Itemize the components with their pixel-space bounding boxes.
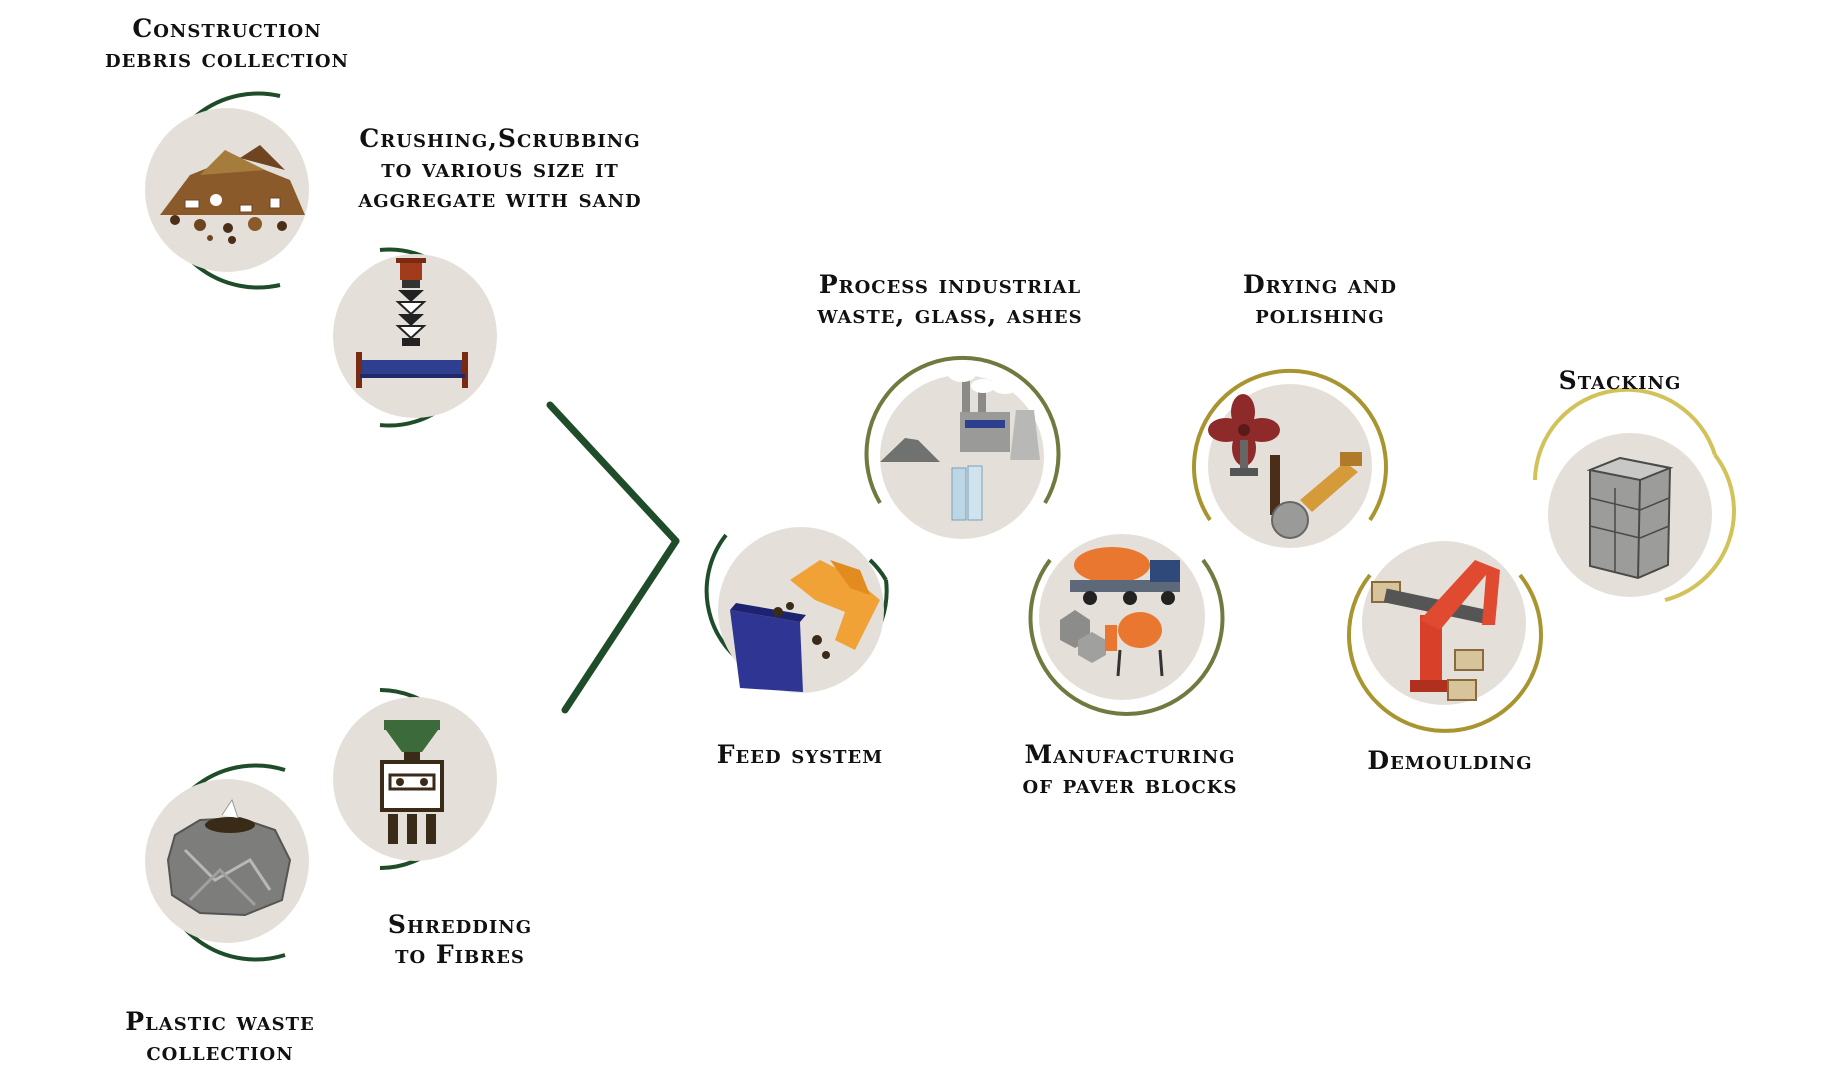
step-stacking-node [1533, 387, 1736, 602]
step-shredding-node [333, 688, 497, 870]
block-stack-icon [1586, 456, 1674, 580]
label-feed: Feed system [716, 740, 884, 769]
step-plastic-node [145, 763, 309, 962]
label-stacking: Stacking [1558, 366, 1682, 395]
robot-arm-icon [1371, 560, 1500, 701]
cement-mixer-icon [1060, 547, 1180, 677]
shredder-icon [380, 720, 444, 844]
label-demoulding: Demoulding [1367, 746, 1533, 775]
debris-pile-icon [160, 145, 305, 244]
step-industrial-node [864, 355, 1061, 539]
step-feed-node [704, 527, 889, 693]
crusher-icon [356, 258, 468, 388]
step-drying-node [1192, 369, 1388, 548]
step-crushing-node [333, 247, 497, 428]
step-manufacturing-node [1028, 534, 1225, 716]
plastic-bag-icon [166, 798, 292, 917]
step-construction-node [145, 91, 309, 290]
factory-icon [880, 366, 1040, 521]
fan-grinder-icon [1208, 394, 1362, 539]
feed-bin-icon [730, 560, 880, 692]
step-demoulding-node [1347, 541, 1543, 733]
merge-arrow [546, 401, 680, 714]
